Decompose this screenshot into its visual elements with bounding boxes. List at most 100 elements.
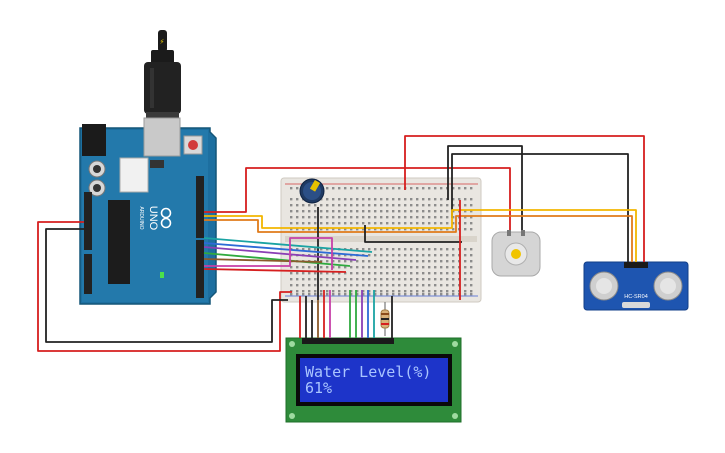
breadboard-hole [386,228,389,231]
breadboard-hole [320,228,323,231]
breadboard-hole [380,260,383,263]
breadboard-hole [470,254,473,257]
breadboard-hole [398,284,401,287]
breadboard-hole [392,204,395,207]
breadboard-hole [416,198,419,201]
breadboard-hole [356,228,359,231]
breadboard-hole [368,290,371,293]
breadboard-hole [386,210,389,213]
breadboard-hole [320,278,323,281]
breadboard-hole [404,228,407,231]
breadboard-hole [356,248,359,251]
breadboard-hole [350,228,353,231]
breadboard-hole [440,254,443,257]
breadboard-hole [386,204,389,207]
breadboard-hole [368,260,371,263]
breadboard-hole [416,204,419,207]
breadboard-rail-hole [344,293,347,296]
breadboard-hole [356,266,359,269]
breadboard-rail-hole [326,187,329,190]
breadboard-hole [314,210,317,213]
breadboard-hole [374,248,377,251]
breadboard-hole [380,278,383,281]
breadboard-hole [386,248,389,251]
breadboard-rail-hole [314,293,317,296]
breadboard-hole [326,284,329,287]
breadboard-hole [416,290,419,293]
breadboard-hole [302,210,305,213]
breadboard-hole [374,204,377,207]
breadboard-hole [314,278,317,281]
breadboard-hole [350,290,353,293]
breadboard-hole [386,198,389,201]
breadboard-hole [398,254,401,257]
breadboard-hole [422,210,425,213]
breadboard-rail-hole [470,293,473,296]
breadboard-hole [434,284,437,287]
breadboard-hole [440,210,443,213]
wire-black-motor [447,145,523,230]
breadboard-hole [326,198,329,201]
breadboard-hole [440,248,443,251]
breadboard-hole [434,266,437,269]
breadboard-rail-hole [428,293,431,296]
breadboard-hole [428,210,431,213]
breadboard-hole [392,290,395,293]
dc-motor[interactable] [491,230,541,277]
breadboard-rail-hole [368,187,371,190]
breadboard-hole [404,254,407,257]
breadboard-hole [464,222,467,225]
breadboard-hole [380,222,383,225]
breadboard-hole [332,198,335,201]
breadboard-hole [332,254,335,257]
breadboard-hole [320,248,323,251]
breadboard-hole [290,266,293,269]
breadboard-hole [338,210,341,213]
breadboard-rail-hole [374,187,377,190]
breadboard-hole [326,266,329,269]
breadboard-rail-hole [464,187,467,190]
breadboard-hole [440,198,443,201]
breadboard-hole [362,248,365,251]
wire-red-sensor [404,135,645,262]
svg-text:⚡: ⚡ [160,38,165,46]
breadboard-hole [446,210,449,213]
breadboard-hole [404,222,407,225]
breadboard-hole [434,216,437,219]
breadboard-hole [356,260,359,263]
breadboard-hole [386,254,389,257]
breadboard-hole [470,216,473,219]
breadboard-hole [434,272,437,275]
breadboard-hole [428,278,431,281]
breadboard-hole [296,216,299,219]
breadboard-hole [452,248,455,251]
breadboard-hole [410,204,413,207]
potentiometer[interactable] [299,178,325,204]
ultrasonic-sensor-hc-sr04[interactable]: HC-SR04 [583,261,689,311]
breadboard-hole [362,198,365,201]
breadboard-hole [344,266,347,269]
breadboard-hole [410,284,413,287]
breadboard-hole [380,284,383,287]
breadboard-hole [422,198,425,201]
breadboard-hole [350,210,353,213]
breadboard-hole [392,272,395,275]
arduino-uno-board[interactable]: UNO ARDUINO [79,117,217,305]
breadboard-hole [440,272,443,275]
breadboard-rail-hole [398,187,401,190]
breadboard-hole [368,278,371,281]
breadboard-rail-hole [332,187,335,190]
breadboard-hole [428,228,431,231]
breadboard-hole [386,278,389,281]
breadboard-hole [374,254,377,257]
breadboard-hole [416,248,419,251]
breadboard-hole [362,266,365,269]
breadboard-hole [368,216,371,219]
breadboard-hole [320,204,323,207]
breadboard-hole [326,204,329,207]
breadboard-hole [308,290,311,293]
breadboard-hole [290,278,293,281]
breadboard-hole [416,216,419,219]
breadboard-hole [302,266,305,269]
breadboard-hole [470,210,473,213]
